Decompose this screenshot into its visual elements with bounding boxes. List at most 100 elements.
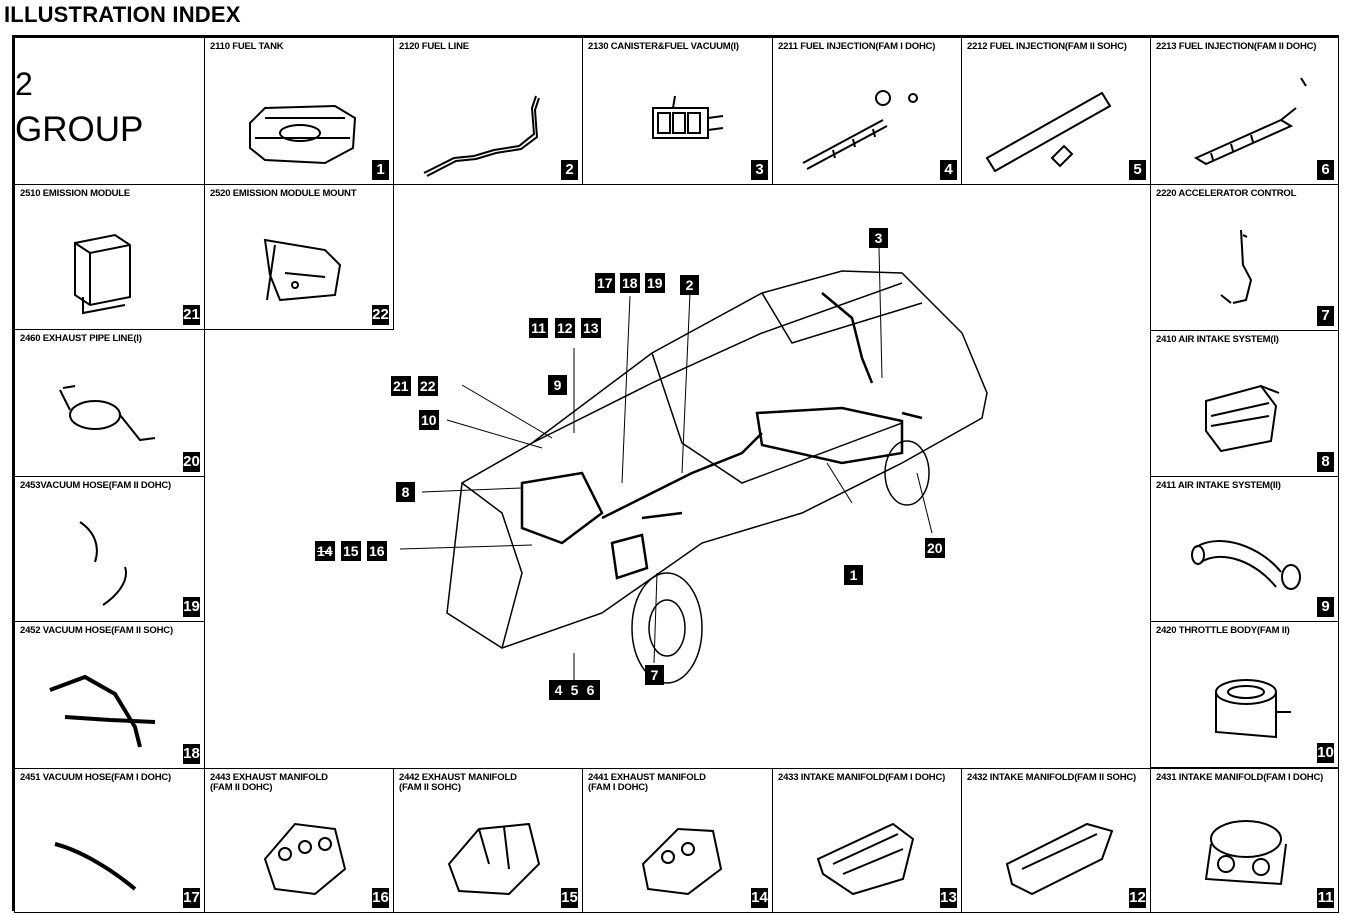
cell-label: 2410 AIR INTAKE SYSTEM(I) [1156,334,1279,345]
index-number-badge: 6 [1317,160,1334,180]
cell-label: 2451 VACUUM HOSE(FAM I DOHC) [20,772,171,783]
intake-hose-icon [1191,540,1301,590]
index-number-badge: 17 [183,888,200,908]
cell-canister[interactable]: 2130 CANISTER&FUEL VACUUM(I) 3 [582,37,773,185]
index-number-badge: 12 [1129,888,1146,908]
callout-5: 5 [565,680,584,700]
index-number-badge: 5 [1129,160,1146,180]
cell-accelerator-control[interactable]: 2220 ACCELERATOR CONTROL 7 [1150,184,1339,331]
cell-label: 2110 FUEL TANK [210,41,284,52]
index-frame: 2 GROUP 2110 FUEL TANK 1 2120 FUEL LINE … [12,35,1339,913]
throttle-body-icon [1215,679,1291,739]
index-number-badge: 18 [183,744,200,764]
cell-label: 2213 FUEL INJECTION(FAM II DOHC) [1156,41,1317,52]
fuel-line-icon [423,95,540,177]
cell-label: 2220 ACCELERATOR CONTROL [1156,188,1297,199]
cell-label: 2442 EXHAUST MANIFOLD (FAM II SOHC) [399,772,517,793]
exhaust-manifold-icon [263,822,347,896]
cell-throttle-body[interactable]: 2420 THROTTLE BODY(FAM II) 10 [1150,621,1339,768]
air-filter-icon [1205,384,1280,453]
group-number: 2 [15,66,33,102]
cell-exhaust-manifold-fam-ii-sohc[interactable]: 2442 EXHAUST MANIFOLD (FAM II SOHC) 15 [393,768,583,913]
cell-emission-module[interactable]: 2510 EMISSION MODULE 21 [14,184,205,330]
cell-vacuum-hose-fam-ii-sohc[interactable]: 2452 VACUUM HOSE(FAM II SOHC) 18 [14,621,205,769]
cell-fuel-injection-fam-i-dohc[interactable]: 2211 FUEL INJECTION(FAM I DOHC) 4 [772,37,962,185]
cell-label: 2211 FUEL INJECTION(FAM I DOHC) [778,41,936,52]
index-number-badge: 7 [1317,306,1334,326]
index-number-badge: 9 [1317,597,1334,617]
callout-2: 2 [680,275,699,295]
cell-intake-manifold-fam-ii-sohc[interactable]: 2432 INTAKE MANIFOLD(FAM II SOHC) 12 [961,768,1151,913]
callout-17: 17 [595,273,615,293]
callout-7: 7 [645,665,664,685]
index-number-badge: 2 [561,160,578,180]
callout-12: 12 [555,318,575,338]
group-box: 2 GROUP [14,37,205,185]
index-number-badge: 15 [561,888,578,908]
cell-intake-manifold-fam-i-dohc[interactable]: 2433 INTAKE MANIFOLD(FAM I DOHC) 13 [772,768,962,913]
callout-15: 15 [341,541,361,561]
cell-emission-module-mount[interactable]: 2520 EMISSION MODULE MOUNT 22 [204,184,394,330]
cell-vacuum-hose-fam-i-dohc[interactable]: 2451 VACUUM HOSE(FAM I DOHC) 17 [14,768,205,913]
cell-label: 2432 INTAKE MANIFOLD(FAM II SOHC) [967,772,1136,783]
cell-intake-manifold-fam-i-dohc-2[interactable]: 2431 INTAKE MANIFOLD(FAM I DOHC) 11 [1150,768,1339,913]
bracket-icon [263,238,342,302]
cell-fuel-tank[interactable]: 2110 FUEL TANK 1 [204,37,394,185]
index-number-badge: 21 [183,305,200,325]
callout-6: 6 [581,680,600,700]
cell-air-intake-system-i[interactable]: 2410 AIR INTAKE SYSTEM(I) 8 [1150,330,1339,477]
fuel-rail-icon [1193,77,1307,166]
canister-icon [652,95,724,139]
callout-20: 20 [925,538,945,558]
muffler-icon [59,385,156,442]
intake-manifold-icon [816,822,915,896]
cell-label: 2510 EMISSION MODULE [20,188,131,199]
callout-21: 21 [391,376,411,396]
cell-label: 2130 CANISTER&FUEL VACUUM(I) [588,41,739,52]
cell-exhaust-manifold-fam-i-dohc[interactable]: 2441 EXHAUST MANIFOLD (FAM I DOHC) 14 [582,768,773,913]
index-number-badge: 19 [183,597,200,617]
cell-vacuum-hose-fam-ii-dohc[interactable]: 2453VACUUM HOSE(FAM II DOHC) 19 [14,476,205,622]
callout-16: 16 [367,541,387,561]
fuel-rail-icon [802,90,918,170]
index-number-badge: 20 [183,452,200,472]
exhaust-manifold-icon [641,827,723,896]
index-number-badge: 4 [940,160,957,180]
intake-manifold-icon [1005,822,1114,896]
cell-exhaust-pipe-line[interactable]: 2460 EXHAUST PIPE LINE(I) 20 [14,329,205,477]
cell-label: 2431 INTAKE MANIFOLD(FAM I DOHC) [1156,772,1324,783]
cell-label: 2120 FUEL LINE [399,41,469,52]
callout-19: 19 [645,273,665,293]
index-number-badge: 1 [372,160,389,180]
cell-label: 2420 THROTTLE BODY(FAM II) [1156,625,1290,636]
cell-fuel-injection-fam-ii-sohc[interactable]: 2212 FUEL INJECTION(FAM II SOHC) 5 [961,37,1151,185]
cell-label: 2441 EXHAUST MANIFOLD (FAM I DOHC) [588,772,706,793]
callout-1: 1 [844,565,863,585]
index-number-badge: 13 [940,888,957,908]
cell-fuel-line[interactable]: 2120 FUEL LINE 2 [393,37,583,185]
exhaust-manifold-icon [447,822,541,896]
callout-9: 9 [548,375,567,395]
cell-label: 2411 AIR INTAKE SYSTEM(II) [1156,480,1281,491]
index-number-badge: 8 [1317,452,1334,472]
index-number-badge: 16 [372,888,389,908]
callout-4: 4 [549,680,568,700]
callout-10: 10 [419,410,439,430]
cell-label: 2433 INTAKE MANIFOLD(FAM I DOHC) [778,772,946,783]
fuel-rail-icon [985,91,1112,173]
cell-air-intake-system-ii[interactable]: 2411 AIR INTAKE SYSTEM(II) 9 [1150,476,1339,622]
index-number-badge: 3 [751,160,768,180]
cell-fuel-injection-fam-ii-dohc[interactable]: 2213 FUEL INJECTION(FAM II DOHC) 6 [1150,37,1339,185]
vacuum-hose-icon [54,842,137,891]
car-illustration [399,247,988,688]
vehicle-overview-diagram [202,183,1146,765]
cell-label: 2443 EXHAUST MANIFOLD (FAM II DOHC) [210,772,328,793]
callout-18: 18 [620,273,640,293]
index-number-badge: 10 [1317,743,1334,763]
page-title: ILLUSTRATION INDEX [4,2,241,27]
cell-label: 2460 EXHAUST PIPE LINE(I) [20,333,142,344]
emission-module-icon [74,233,131,315]
index-number-badge: 22 [372,305,389,325]
cell-exhaust-manifold-fam-ii-dohc[interactable]: 2443 EXHAUST MANIFOLD (FAM II DOHC) 16 [204,768,394,913]
cell-label: 2520 EMISSION MODULE MOUNT [210,188,357,199]
